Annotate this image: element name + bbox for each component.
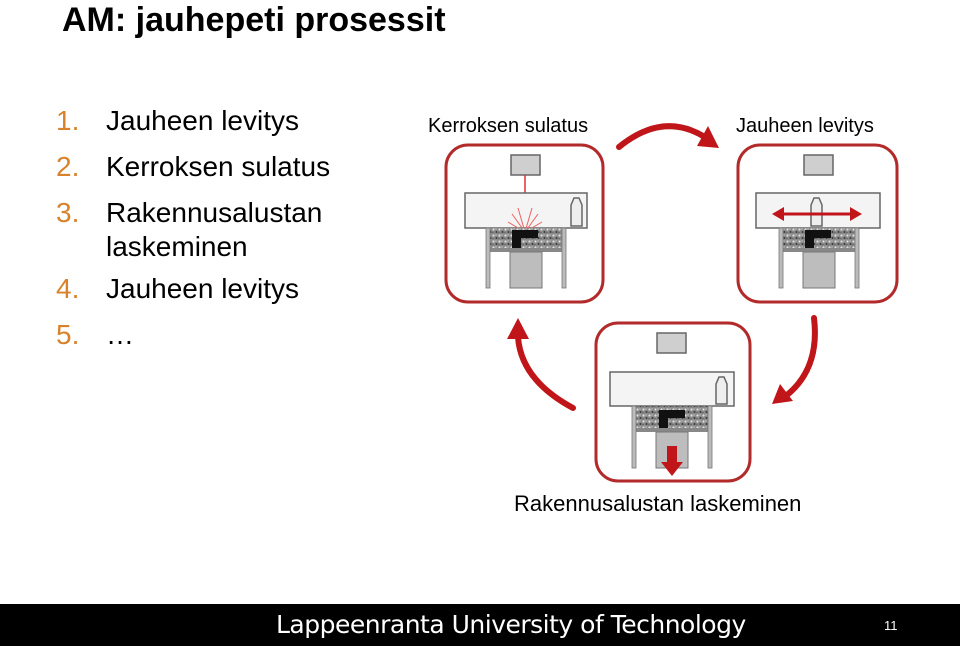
recoater xyxy=(570,197,583,227)
step-number: 3. xyxy=(56,197,80,228)
build-chamber xyxy=(609,371,735,407)
cylinder-wall xyxy=(778,227,784,289)
step-text: Jauheen levitys xyxy=(106,105,300,136)
build-platform xyxy=(632,428,712,432)
recoater xyxy=(810,197,823,227)
process-steps-list: 1. Jauheen levitys 2. Kerroksen sulatus … xyxy=(56,104,396,364)
laser-source xyxy=(803,154,834,176)
lowering-panel xyxy=(594,321,752,483)
build-platform xyxy=(486,248,566,252)
cycle-arrow-melt-to-spread xyxy=(616,123,719,150)
cylinder-wall xyxy=(485,227,491,289)
list-item: 1. Jauheen levitys xyxy=(56,104,396,138)
step-number: 2. xyxy=(56,151,80,182)
footer-bar: Lappeenranta University of Technology 11 xyxy=(0,604,960,646)
piston xyxy=(509,251,543,289)
laser-source xyxy=(510,154,541,176)
build-part xyxy=(659,410,685,428)
build-chamber xyxy=(464,192,588,229)
cylinder-wall xyxy=(631,405,637,469)
caption-platform-lowering: Rakennusalustan laskeminen xyxy=(514,491,802,516)
spreading-panel xyxy=(736,143,899,304)
build-part xyxy=(805,230,831,248)
list-item: 5. … xyxy=(56,318,396,352)
laser-source xyxy=(656,332,687,354)
build-part xyxy=(512,230,538,248)
build-platform xyxy=(779,248,859,252)
step-text: … xyxy=(106,319,134,350)
step-text: Kerroksen sulatus xyxy=(106,151,331,182)
cycle-arrow-spread-to-lower xyxy=(772,315,818,404)
piston xyxy=(802,251,836,289)
list-item: 2. Kerroksen sulatus xyxy=(56,150,396,184)
step-number: 5. xyxy=(56,319,80,350)
step-number: 4. xyxy=(56,273,80,304)
caption-powder-spreading: Jauheen levitys xyxy=(736,115,874,137)
list-item: 4. Jauheen levitys xyxy=(56,272,396,306)
list-item: 3. Rakennusalustan laskeminen xyxy=(56,196,396,264)
step-number: 1. xyxy=(56,105,80,136)
process-cycle-diagram xyxy=(444,123,899,483)
step-text: Rakennusalustan laskeminen xyxy=(106,197,323,262)
cylinder-wall xyxy=(561,227,567,289)
recoater xyxy=(715,376,728,405)
slide-title: AM: jauhepeti prosessit xyxy=(62,1,446,39)
cylinder-wall xyxy=(707,405,713,469)
page-number: 11 xyxy=(884,618,898,633)
university-name: Lappeenranta University of Technology xyxy=(276,610,746,639)
spread-direction-arrow xyxy=(772,207,862,221)
cycle-arrow-lower-to-melt xyxy=(507,318,576,411)
cylinder-wall xyxy=(854,227,860,289)
melting-panel xyxy=(444,143,605,304)
caption-layer-melting: Kerroksen sulatus xyxy=(428,115,589,137)
lowering-arrow xyxy=(661,446,683,476)
step-text: Jauheen levitys xyxy=(106,273,300,304)
